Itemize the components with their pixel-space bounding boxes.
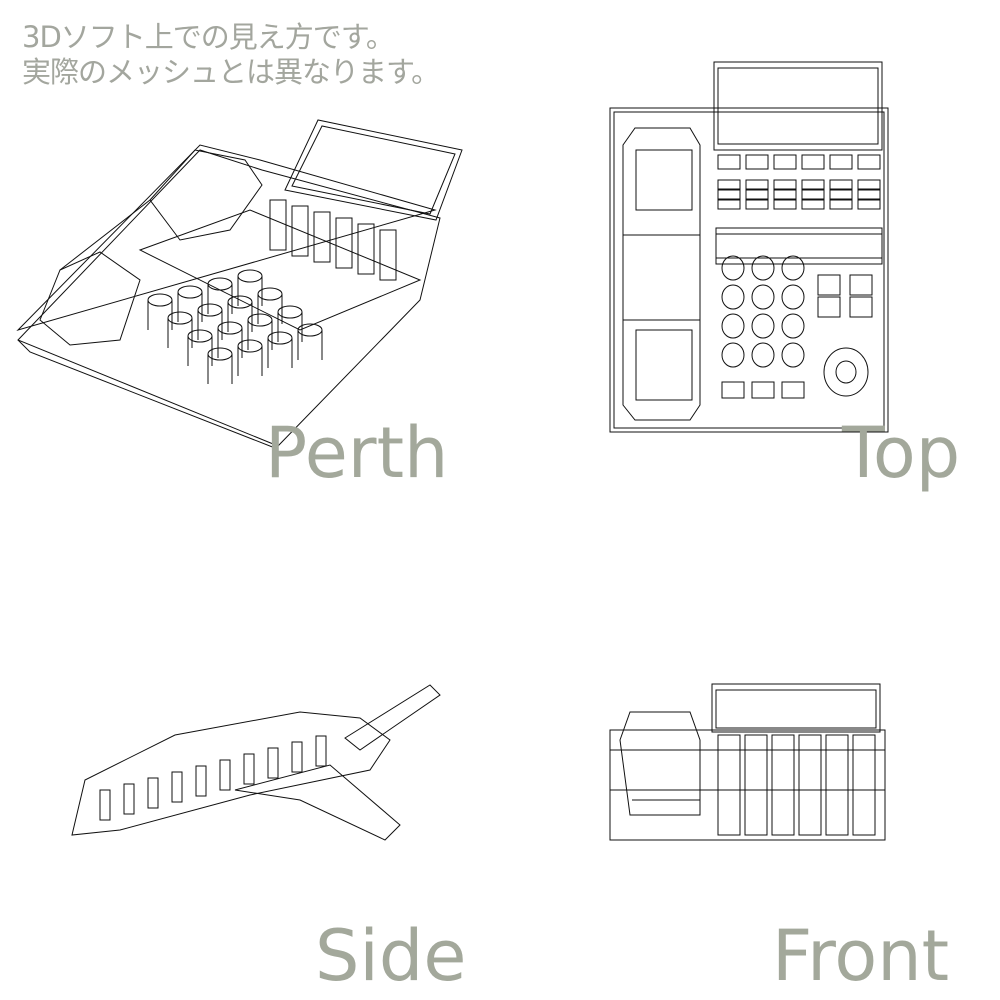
wire-part — [177, 285, 203, 299]
wire-part — [857, 154, 881, 170]
wire-part — [852, 734, 876, 836]
wire-part — [751, 284, 775, 310]
wire-part — [801, 199, 825, 210]
wire-part — [801, 189, 825, 200]
wire-part — [147, 777, 159, 809]
view-label-perspective: Perth — [265, 412, 449, 494]
wire-part — [801, 179, 825, 190]
wire-part — [717, 199, 741, 210]
wire-part — [857, 199, 881, 210]
wire-part — [291, 741, 303, 773]
wire-part — [721, 255, 745, 281]
wire-part — [771, 734, 795, 836]
wire-part — [825, 734, 849, 836]
wire-part — [745, 189, 769, 200]
wire-part — [267, 747, 279, 779]
wire-part — [823, 347, 869, 397]
wire-part — [291, 205, 309, 257]
wire-part — [781, 342, 805, 368]
wire-part — [849, 296, 873, 318]
wire-part — [123, 783, 135, 815]
wire-part — [745, 154, 769, 170]
wire-part — [744, 734, 768, 836]
wire-part — [751, 255, 775, 281]
view-label-top: Top — [842, 412, 961, 494]
wire-part — [269, 199, 287, 251]
note-line-1: 3Dソフト上での見え方です。 — [22, 20, 395, 54]
wire-part — [781, 284, 805, 310]
wire-part — [849, 274, 873, 296]
wire-part — [773, 179, 797, 190]
wire-part — [857, 179, 881, 190]
wire-part — [357, 223, 375, 275]
wire-part — [773, 199, 797, 210]
wire-part — [801, 154, 825, 170]
view-label-front: Front — [772, 915, 950, 997]
wire-part — [817, 296, 841, 318]
wire-part — [751, 313, 775, 339]
perspective-wireframe — [16, 119, 463, 449]
wire-part — [315, 735, 327, 767]
front-wireframe — [609, 683, 886, 841]
wire-part — [721, 284, 745, 310]
wire-part — [717, 179, 741, 190]
wire-part — [745, 179, 769, 190]
wire-part — [721, 342, 745, 368]
wire-part — [147, 293, 173, 307]
wire-part — [817, 274, 841, 296]
wire-part — [335, 217, 353, 269]
wire-part — [835, 360, 857, 384]
wire-part — [751, 381, 775, 399]
wire-part — [857, 189, 881, 200]
wire-part — [717, 734, 741, 836]
wire-part — [829, 179, 853, 190]
wire-part — [721, 381, 745, 399]
wire-part — [313, 211, 331, 263]
note-line-2: 実際のメッシュとは異なります。 — [22, 55, 440, 89]
top-wireframe — [609, 61, 889, 433]
wire-part — [773, 189, 797, 200]
disclaimer-note: 3Dソフト上での見え方です。 実際のメッシュとは異なります。 — [22, 20, 440, 90]
wire-part — [781, 313, 805, 339]
wire-part — [237, 269, 263, 283]
wire-part — [207, 277, 233, 291]
wire-part — [243, 753, 255, 785]
view-label-side: Side — [315, 915, 467, 997]
wire-part — [781, 381, 805, 399]
wire-part — [195, 765, 207, 797]
wire-part — [717, 154, 741, 170]
wire-part — [99, 789, 111, 821]
wire-part — [171, 771, 183, 803]
wire-part — [751, 342, 775, 368]
wire-part — [829, 154, 853, 170]
wire-part — [773, 154, 797, 170]
wire-part — [745, 199, 769, 210]
wire-part — [781, 255, 805, 281]
wire-part — [829, 189, 853, 200]
wire-part — [717, 189, 741, 200]
side-wireframe — [71, 684, 441, 841]
wire-part — [721, 313, 745, 339]
wire-part — [829, 199, 853, 210]
wire-part — [379, 229, 397, 281]
wire-part — [219, 759, 231, 791]
wire-part — [798, 734, 822, 836]
